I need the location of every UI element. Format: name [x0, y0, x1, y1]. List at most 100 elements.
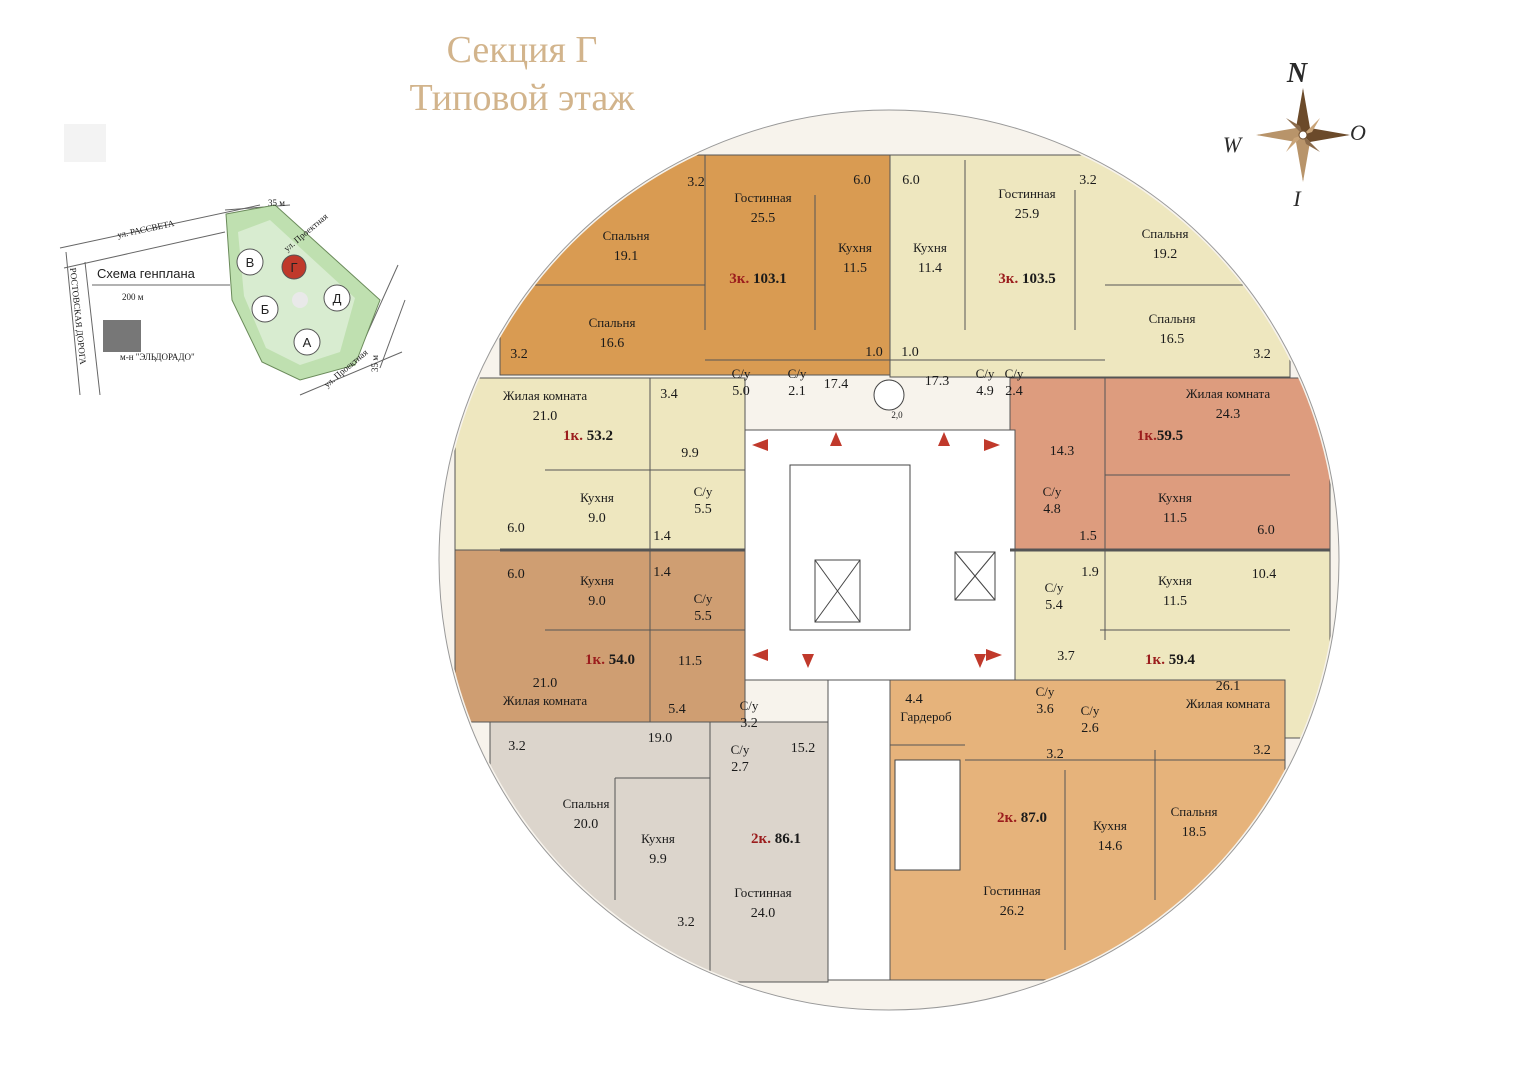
- bathroom-name: С/у: [788, 366, 807, 381]
- area-value: 6.0: [507, 521, 525, 536]
- room-area: 21.0: [533, 676, 558, 691]
- bathroom-name: С/у: [731, 742, 750, 757]
- room-area: 11.5: [843, 261, 867, 276]
- room-area: 20.0: [574, 817, 599, 832]
- room-area: 9.0: [588, 511, 606, 526]
- bathroom-area: 2.7: [731, 760, 749, 775]
- bathroom-name: С/у: [976, 366, 995, 381]
- apartment-label-a1: 3к. 103.1: [729, 271, 786, 287]
- bathroom-name: С/у: [1045, 580, 1064, 595]
- area-value: 9.9: [681, 446, 699, 461]
- room-area: 26.1: [1216, 679, 1241, 694]
- site-section-b: Б: [261, 302, 270, 317]
- compass-rose-icon: [1256, 88, 1350, 182]
- area-value: 3.2: [510, 347, 528, 362]
- area-value: 3.2: [1253, 743, 1271, 758]
- room-area: 11.5: [1163, 511, 1187, 526]
- arrow-icon: [984, 439, 1000, 451]
- area-value: 1.5: [1079, 529, 1097, 544]
- entry-arrows: [752, 432, 1002, 668]
- area-value: 3.2: [508, 739, 526, 754]
- room-area: 4.4: [905, 692, 923, 707]
- compass-south: I: [1292, 186, 1302, 211]
- stairwell-2: [894, 759, 961, 871]
- bathroom-name: С/у: [1081, 703, 1100, 718]
- bathroom-name: С/у: [1036, 684, 1055, 699]
- apartment-label-a7: 2к. 86.1: [751, 831, 801, 847]
- area-value: 3.4: [660, 387, 678, 402]
- bathroom-name: С/у: [732, 366, 751, 381]
- dim-35m-right: 35 м: [370, 355, 380, 372]
- room-name: Кухня: [1093, 818, 1127, 833]
- apartment-a3[interactable]: [454, 377, 746, 551]
- room-name: Гостинная: [734, 190, 791, 205]
- area-value: 17.3: [925, 374, 950, 389]
- room-area: 19.1: [614, 249, 639, 264]
- room-area: 25.9: [1015, 207, 1040, 222]
- room-area: 24.0: [751, 906, 776, 921]
- room-area: 18.5: [1182, 825, 1207, 840]
- bathroom-area: 5.0: [732, 384, 750, 399]
- room-area: 26.2: [1000, 904, 1025, 919]
- apartment-label-a5: 1к. 54.0: [585, 652, 635, 668]
- room-name: Спальня: [1149, 311, 1196, 326]
- room-name: Кухня: [580, 573, 614, 588]
- room-name: Кухня: [580, 490, 614, 505]
- room-name: Жилая комната: [503, 388, 587, 403]
- room-area: 19.2: [1153, 247, 1178, 262]
- area-value: 15.2: [791, 741, 816, 756]
- bathroom-area: 3.6: [1036, 702, 1054, 717]
- arrow-icon: [752, 649, 768, 661]
- bathroom-area: 4.8: [1043, 502, 1061, 517]
- arrow-icon: [802, 654, 814, 668]
- room-area: 14.6: [1098, 839, 1123, 854]
- area-value: 6.0: [507, 567, 525, 582]
- room-name: Гостинная: [734, 885, 791, 900]
- room-labels: Гостинная25.5Спальня19.1Кухня11.5Спальня…: [503, 186, 1270, 921]
- room-area: 16.5: [1160, 332, 1185, 347]
- room-name: Кухня: [913, 240, 947, 255]
- area-value: 3.2: [677, 915, 695, 930]
- area-value: 5.4: [668, 702, 686, 717]
- room-name: Жилая комната: [1186, 696, 1270, 711]
- area-value: 3.2: [1079, 173, 1097, 188]
- room-name: Спальня: [589, 315, 636, 330]
- arrow-icon: [830, 432, 842, 446]
- room-area: 25.5: [751, 211, 776, 226]
- area-value: 6.0: [853, 173, 871, 188]
- bathroom-area: 5.4: [1045, 598, 1063, 613]
- bathroom-area: 3.2: [740, 716, 758, 731]
- room-name: Спальня: [1171, 804, 1218, 819]
- arrow-icon: [752, 439, 768, 451]
- apartment-a4[interactable]: [1009, 377, 1331, 551]
- bathroom-area: 2.1: [788, 384, 806, 399]
- room-area: 9.0: [588, 594, 606, 609]
- area-value: 3.2: [687, 175, 705, 190]
- room-area: 11.5: [1163, 594, 1187, 609]
- site-section-d: Д: [333, 291, 342, 306]
- bathroom-area: 5.5: [694, 502, 712, 517]
- room-area: 21.0: [533, 409, 558, 424]
- area-value: 3.7: [1057, 649, 1075, 664]
- shaft-icon: [873, 379, 905, 411]
- title-line-2: Типовой этаж: [410, 77, 636, 119]
- room-name: Гардероб: [900, 709, 952, 724]
- room-name: Кухня: [1158, 573, 1192, 588]
- room-name: Спальня: [1142, 226, 1189, 241]
- room-name: Жилая комната: [1186, 386, 1270, 401]
- compass-west: W: [1223, 132, 1243, 157]
- room-name: Кухня: [641, 831, 675, 846]
- bathroom-name: С/у: [740, 698, 759, 713]
- area-value: 6.0: [902, 173, 920, 188]
- apartment-a5[interactable]: [454, 549, 746, 723]
- apartment-label-a8: 2к. 87.0: [997, 810, 1047, 826]
- area-value: 14.3: [1050, 444, 1075, 459]
- bathroom-name: С/у: [1043, 484, 1062, 499]
- area-value: 2,0: [891, 410, 903, 420]
- apartment-label-a3: 1к. 53.2: [563, 428, 613, 444]
- street-rostovskaya: РОСТОВСКАЯ ДОРОГА: [68, 267, 88, 365]
- room-name: Спальня: [563, 796, 610, 811]
